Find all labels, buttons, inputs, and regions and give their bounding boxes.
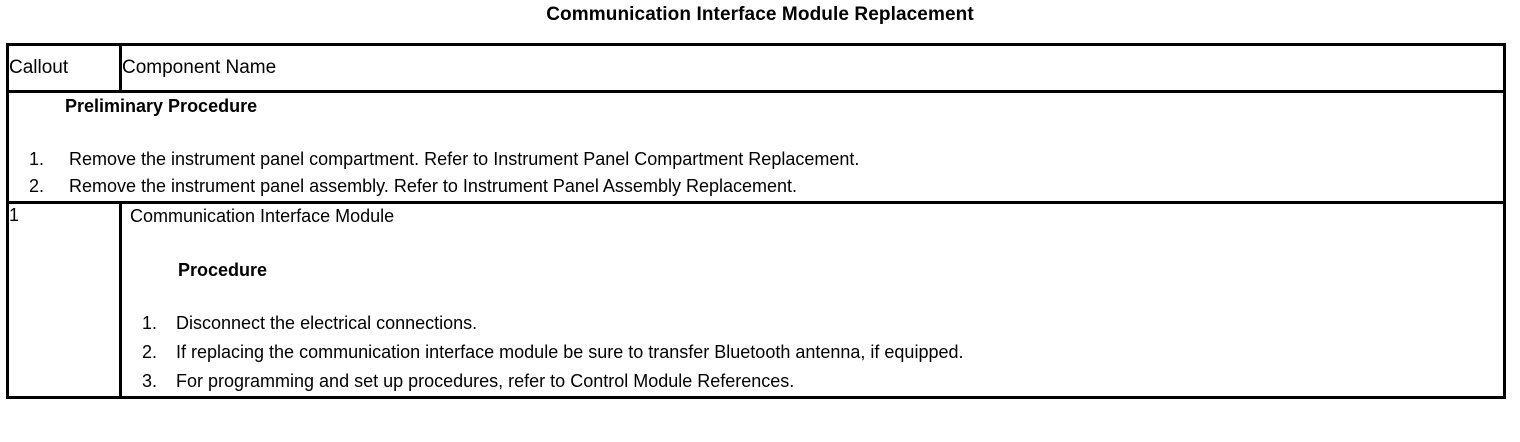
list-item: 2. If replacing the communication interf… — [122, 338, 1503, 367]
preliminary-procedure-row: Preliminary Procedure 1. Remove the inst… — [6, 90, 1506, 204]
step-number: 3. — [142, 371, 158, 391]
list-item: 1. Disconnect the electrical connections… — [122, 309, 1503, 338]
step-number: 2. — [142, 342, 158, 362]
procedure-steps-list: 1. Disconnect the electrical connections… — [122, 309, 1503, 396]
step-number: 2. — [29, 176, 45, 196]
step-number: 1. — [142, 313, 158, 333]
step-number: 1. — [29, 149, 45, 169]
step-text: For programming and set up procedures, r… — [176, 371, 795, 391]
step-text: If replacing the communication interface… — [176, 342, 964, 362]
component-detail-cell: Communication Interface Module Procedure… — [119, 201, 1506, 399]
preliminary-procedure-cell: Preliminary Procedure 1. Remove the inst… — [6, 90, 1506, 204]
callout-number: 1 — [6, 201, 122, 399]
list-item: 1. Remove the instrument panel compartme… — [9, 146, 1503, 173]
column-header-callout: Callout — [6, 43, 122, 93]
list-item: 3. For programming and set up procedures… — [122, 367, 1503, 396]
step-text: Remove the instrument panel assembly. Re… — [69, 176, 798, 196]
step-text: Remove the instrument panel compartment.… — [69, 149, 860, 169]
preliminary-procedure-heading: Preliminary Procedure — [65, 96, 258, 116]
procedure-table: Callout Component Name Preliminary Proce… — [6, 43, 1506, 399]
preliminary-steps-list: 1. Remove the instrument panel compartme… — [9, 146, 1503, 200]
procedure-heading: Procedure — [178, 260, 268, 280]
column-header-component-name: Component Name — [119, 43, 1506, 93]
component-name-text: Communication Interface Module — [130, 206, 395, 226]
page-title: Communication Interface Module Replaceme… — [546, 4, 974, 25]
list-item: 2. Remove the instrument panel assembly.… — [9, 173, 1503, 200]
table-header-row: Callout Component Name — [6, 43, 1506, 93]
table-row: 1 Communication Interface Module Procedu… — [6, 201, 1506, 399]
step-text: Disconnect the electrical connections. — [176, 313, 478, 333]
